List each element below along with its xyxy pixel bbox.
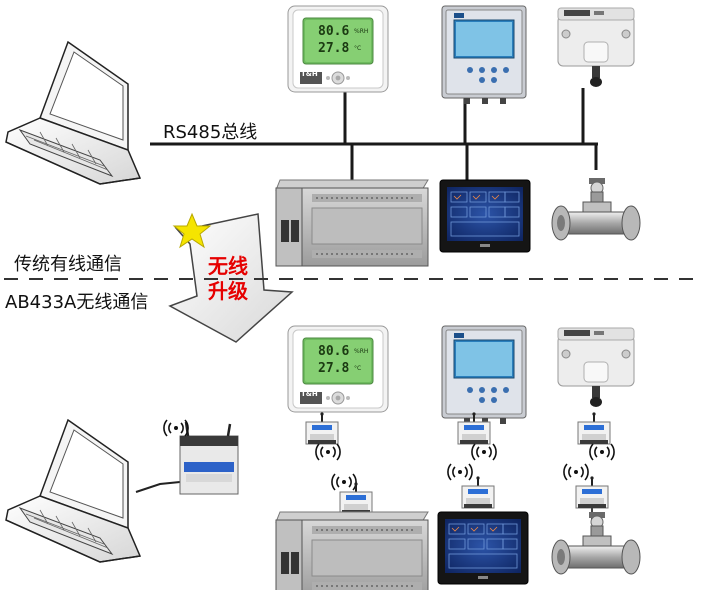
wireless-master-station <box>179 421 239 495</box>
th-unit-temp: °C <box>354 365 361 372</box>
wireless-module-plc <box>339 481 373 515</box>
plc-wired <box>275 179 429 267</box>
hmi-screen-wired <box>439 179 531 253</box>
wireless-module-flow <box>575 475 609 509</box>
water-analyzer-wired <box>441 5 527 105</box>
signal-waves-icon <box>589 443 615 461</box>
laptop-computer-wired <box>5 41 141 185</box>
wireless-module-sensor <box>305 411 339 445</box>
plc-wireless <box>275 511 429 590</box>
water-analyzer-wireless <box>441 325 527 425</box>
wireless-module-hmi <box>461 475 495 509</box>
hmi-screen-wireless <box>437 511 529 585</box>
th-reading-humidity: 80.6 <box>318 344 349 359</box>
signal-waves-icon <box>471 443 497 461</box>
signal-waves-icon <box>563 463 589 481</box>
signal-waves-icon <box>163 419 189 437</box>
flow-meter-wired <box>551 177 641 241</box>
th-unit-humidity: %RH <box>354 28 368 35</box>
transmitter-wireless <box>557 327 635 408</box>
th-brand-logo: T&H <box>301 390 318 398</box>
th-unit-temp: °C <box>354 45 361 52</box>
upgrade-label-line2: 升级 <box>208 279 248 303</box>
th-reading-humidity: 80.6 <box>318 24 349 39</box>
wireless-upgrade-label: 无线 升级 <box>200 254 256 304</box>
wireless-communication-label: AB433A无线通信 <box>5 292 149 313</box>
upgrade-label-line1: 无线 <box>208 254 248 278</box>
laptop-computer-wireless <box>5 419 141 563</box>
transmitter-wired <box>557 7 635 88</box>
flow-meter-wireless <box>551 511 641 575</box>
signal-waves-icon <box>447 463 473 481</box>
th-reading-temp: 27.8 <box>318 361 349 376</box>
wireless-module-transmitter <box>577 411 611 445</box>
th-brand-logo: T&H <box>301 70 318 78</box>
signal-waves-icon <box>315 443 341 461</box>
rs485-bus-label: RS485总线 <box>163 122 258 143</box>
wired-communication-label: 传统有线通信 <box>14 254 122 275</box>
th-unit-humidity: %RH <box>354 348 368 355</box>
signal-waves-icon <box>331 473 357 491</box>
th-reading-temp: 27.8 <box>318 41 349 56</box>
usb-cable <box>135 481 181 493</box>
star-icon <box>172 212 212 249</box>
